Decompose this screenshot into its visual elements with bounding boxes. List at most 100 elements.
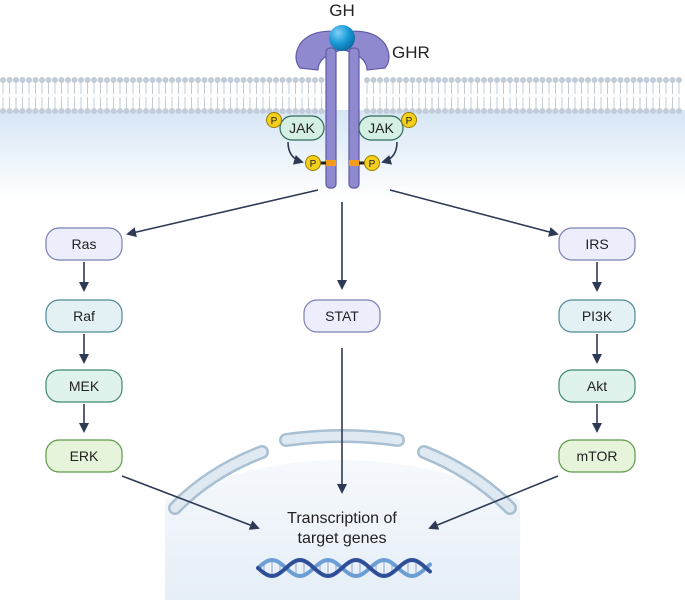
lipid-head: [292, 108, 299, 114]
lipid-head: [520, 77, 526, 83]
lipid-head: [149, 77, 156, 83]
lipid-head: [318, 77, 325, 83]
lipid-head: [669, 77, 676, 83]
jak-right: JAK P: [358, 112, 417, 141]
lipid-head: [45, 108, 52, 114]
lipid-head: [468, 77, 474, 83]
lipid-head: [26, 77, 32, 83]
lipid-head: [591, 77, 598, 83]
lipid-head: [175, 108, 182, 114]
lipid-head: [91, 108, 97, 114]
cell-membrane: [0, 77, 682, 114]
lipid-head: [19, 108, 26, 114]
node-stat: STAT: [303, 299, 381, 333]
lipid-head: [234, 108, 240, 114]
lipid-head: [136, 77, 143, 83]
lipid-head: [650, 77, 656, 83]
lipid-head: [455, 108, 461, 114]
lipid-head: [377, 108, 383, 114]
lipid-head: [266, 77, 273, 83]
lipid-head: [156, 108, 162, 114]
lipid-head: [260, 108, 266, 114]
dna-strand: [256, 557, 432, 579]
lipid-head: [390, 77, 396, 83]
lipid-head: [123, 77, 130, 83]
lipid-head: [182, 108, 188, 114]
node-raf-label: Raf: [73, 308, 95, 324]
lipid-head: [383, 108, 390, 114]
lipid-head: [169, 77, 175, 83]
node-pi3k: PI3K: [558, 299, 636, 333]
lipid-head: [526, 108, 533, 114]
lipid-head: [507, 108, 513, 114]
lipid-head: [130, 108, 136, 114]
node-ras: Ras: [45, 227, 123, 261]
lipid-head: [169, 108, 175, 114]
lipid-head: [208, 77, 214, 83]
node-akt: Akt: [558, 369, 636, 403]
lipid-head: [318, 108, 325, 114]
lipid-head: [630, 108, 637, 114]
lipid-head: [598, 77, 604, 83]
receptor-label: GHR: [392, 43, 430, 62]
lipid-head: [611, 77, 617, 83]
lipid-head: [110, 108, 117, 114]
lipid-head: [13, 77, 19, 83]
lipid-head: [13, 108, 19, 114]
lipid-head: [143, 108, 149, 114]
node-mtor-label: mTOR: [577, 448, 618, 464]
lipid-head: [117, 77, 123, 83]
lipid-head: [624, 77, 630, 83]
node-erk: ERK: [45, 439, 123, 473]
lipid-head: [429, 77, 435, 83]
phospho-site-left: [326, 160, 336, 166]
node-stat-label: STAT: [325, 308, 359, 324]
lipid-head: [84, 77, 91, 83]
node-raf: Raf: [45, 299, 123, 333]
receptor-phospho-right-icon: P: [364, 155, 380, 171]
lipid-head: [656, 77, 663, 83]
node-erk-label: ERK: [70, 448, 99, 464]
lipid-head: [448, 77, 455, 83]
lipid-head: [227, 77, 234, 83]
lipid-head: [58, 77, 65, 83]
arrow-mtor-to-nucleus: [428, 475, 559, 530]
lipid-head: [559, 77, 565, 83]
jak-left-label: JAK: [289, 120, 315, 136]
lipid-head: [474, 77, 481, 83]
lipid-head: [279, 108, 286, 114]
lipid-head: [663, 77, 669, 83]
lipid-head: [500, 108, 507, 114]
lipid-head: [149, 108, 156, 114]
lipid-head: [175, 77, 182, 83]
lipid-head: [266, 108, 273, 114]
lipid-head: [32, 108, 39, 114]
jak-left-phospho-label: P: [271, 116, 278, 127]
lipid-head: [32, 77, 39, 83]
lipid-head: [162, 77, 169, 83]
lipid-head: [370, 108, 377, 114]
dna-helix-icon: [256, 557, 432, 579]
jak-left-curved-arrow: [287, 141, 304, 165]
nucleus-label-line2: target genes: [298, 530, 387, 547]
lipid-head: [78, 108, 84, 114]
lipid-head: [435, 77, 442, 83]
lipid-head: [91, 77, 97, 83]
lipid-head: [208, 108, 214, 114]
lipid-head: [162, 108, 169, 114]
receptor-stalk-right: [348, 47, 360, 189]
lipid-head: [78, 77, 84, 83]
node-akt-label: Akt: [587, 378, 607, 394]
lipid-head: [312, 108, 318, 114]
lipid-head: [52, 77, 58, 83]
lipid-head: [559, 108, 565, 114]
lipid-head: [494, 108, 500, 114]
lipid-head: [65, 108, 71, 114]
lipid-head: [396, 108, 403, 114]
lipid-head: [305, 108, 312, 114]
lipid-head: [312, 77, 318, 83]
lipid-head: [455, 77, 461, 83]
lipid-head: [487, 108, 494, 114]
